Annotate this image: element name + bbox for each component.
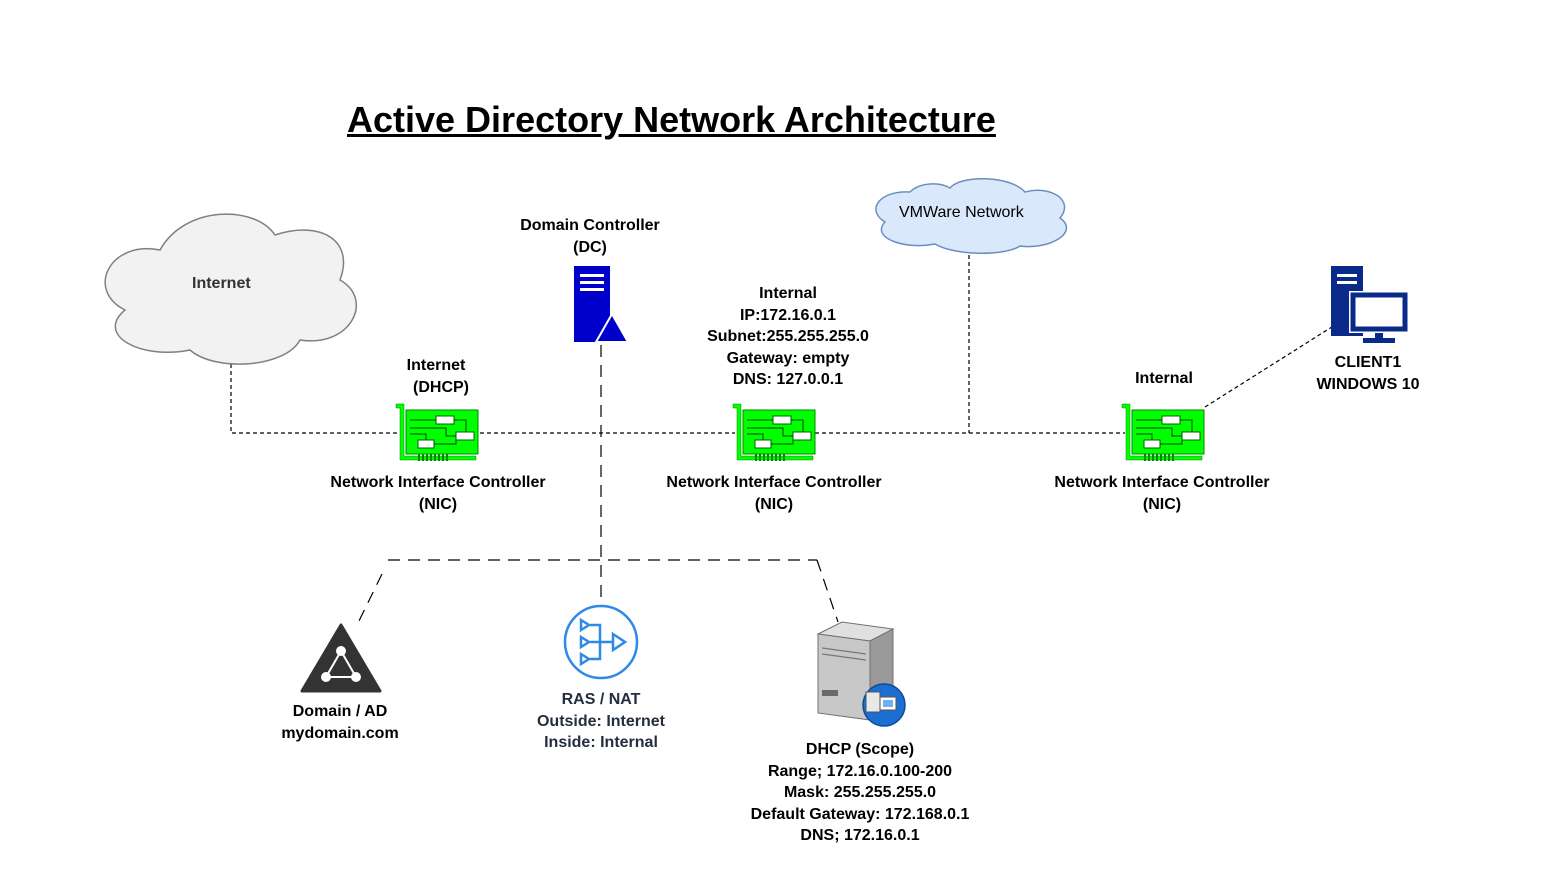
dhcp-scope-label: DHCP (Scope) Range; 172.16.0.100-200 Mas… xyxy=(720,739,1000,847)
nic-left-mode: (DHCP) xyxy=(413,378,469,396)
nic-right-top-label: Internal xyxy=(1104,368,1224,390)
nic-right-icon xyxy=(1121,403,1205,462)
domain-ad-label: Domain / AD mydomain.com xyxy=(260,701,420,744)
domain-ad-link xyxy=(356,573,383,626)
ras-nat-title: RAS / NAT xyxy=(561,691,641,708)
dc-name: Domain Controller xyxy=(520,217,660,234)
nic-left-caption-line2: (NIC) xyxy=(418,495,458,513)
nic-middle-caption-line2: (NIC) xyxy=(754,495,794,513)
nic-left-top-label: Internet (DHCP) xyxy=(376,355,496,398)
internet-cloud-link xyxy=(230,364,400,434)
domain-ad-name: mydomain.com xyxy=(281,724,399,742)
dhcp-server-icon xyxy=(816,621,906,727)
nic-middle-config-line: Subnet:255.255.255.0 xyxy=(707,328,869,345)
desktop-computer-icon xyxy=(1331,266,1409,343)
nic-middle-config-line: Internal xyxy=(759,285,817,302)
nic-middle-caption-line1: Network Interface Controller xyxy=(666,474,882,491)
nic-middle-config-line: DNS: 127.0.0.1 xyxy=(732,371,844,388)
nic-middle-config: Internal IP:172.16.0.1 Subnet:255.255.25… xyxy=(678,283,898,391)
domain-controller-label: Domain Controller (DC) xyxy=(490,215,690,258)
ras-nat-inside: Inside: Internal xyxy=(544,734,658,751)
client-os: WINDOWS 10 xyxy=(1316,375,1420,393)
nic-left-caption: Network Interface Controller (NIC) xyxy=(298,472,578,515)
client-name: CLIENT1 xyxy=(1334,354,1402,371)
dhcp-line: Range; 172.16.0.100-200 xyxy=(767,762,953,780)
dhcp-line: Default Gateway: 172.168.0.1 xyxy=(750,805,970,823)
dhcp-line: Mask: 255.255.255.0 xyxy=(783,784,937,801)
dhcp-line: DNS; 172.16.0.1 xyxy=(800,827,920,844)
active-directory-icon xyxy=(300,623,382,693)
page-title: Active Directory Network Architecture xyxy=(347,99,996,140)
nic-middle-config-line: IP:172.16.0.1 xyxy=(739,306,837,324)
nic-right-caption-line1: Network Interface Controller xyxy=(1054,474,1270,491)
ras-nat-outside: Outside: Internet xyxy=(536,712,665,730)
nic-left-network: Internet xyxy=(406,357,466,374)
nic-right-caption-line2: (NIC) xyxy=(1142,495,1182,513)
client-label: CLIENT1 WINDOWS 10 xyxy=(1298,352,1438,395)
nic-left-caption-line1: Network Interface Controller xyxy=(330,474,546,491)
server-icon xyxy=(574,266,630,343)
dhcp-link xyxy=(816,559,839,623)
domain-ad-title: Domain / AD xyxy=(292,703,388,720)
ras-nat-label: RAS / NAT Outside: Internet Inside: Inte… xyxy=(511,689,691,754)
nic-left-icon xyxy=(395,403,479,462)
nic-middle-caption: Network Interface Controller (NIC) xyxy=(634,472,914,515)
internet-cloud-label: Internet xyxy=(192,275,251,292)
vmware-cloud-label: VMWare Network xyxy=(899,204,1024,221)
nic-right-network: Internal xyxy=(1135,370,1193,387)
network-links xyxy=(230,255,1336,626)
internet-cloud xyxy=(104,213,358,365)
nic-middle-config-line: Gateway: empty xyxy=(726,349,850,367)
dhcp-line: DHCP (Scope) xyxy=(805,741,915,758)
client-link xyxy=(1204,324,1336,408)
nat-gateway-icon xyxy=(563,604,639,680)
nic-middle-icon xyxy=(732,403,816,462)
dc-abbrev: (DC) xyxy=(573,238,607,256)
vmware-network-cloud xyxy=(875,178,1068,254)
nic-right-caption: Network Interface Controller (NIC) xyxy=(1022,472,1302,515)
